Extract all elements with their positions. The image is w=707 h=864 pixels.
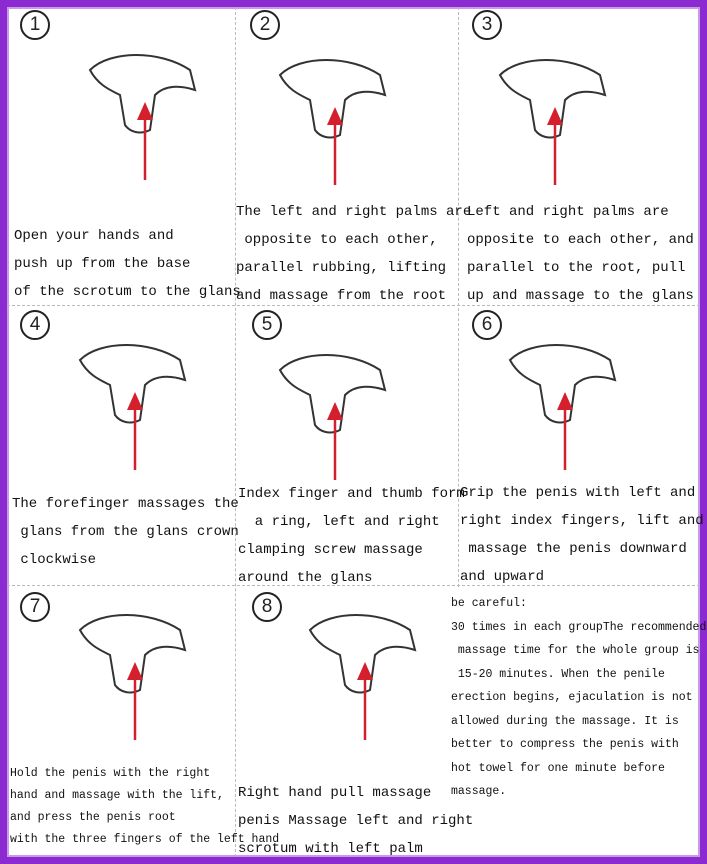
step-line: parallel rubbing, lifting bbox=[236, 260, 447, 276]
step-line: Index finger and thumb form bbox=[238, 486, 465, 502]
step-line: opposite to each other, bbox=[236, 232, 438, 248]
step-line: Open your hands and bbox=[14, 228, 174, 244]
hand-outline bbox=[78, 344, 187, 424]
step-line: of the scrotum to the glans bbox=[14, 284, 241, 300]
step-illustration bbox=[260, 45, 410, 200]
step-line: Hold the penis with the right bbox=[10, 767, 211, 780]
step-line: parallel to the root, pull bbox=[467, 260, 686, 276]
step-line: push up from the base bbox=[14, 256, 191, 272]
step-number: 4 bbox=[20, 310, 50, 340]
step-line: and upward bbox=[460, 569, 545, 585]
step-illustration bbox=[70, 40, 220, 195]
step-line: The left and right palms are bbox=[236, 204, 472, 220]
note-line: 30 times in each groupThe recommended bbox=[451, 620, 707, 634]
step-illustration bbox=[480, 45, 630, 200]
divider bbox=[7, 305, 700, 306]
step-line: with the three fingers of the left hand bbox=[10, 833, 280, 846]
step-line: and massage from the root bbox=[236, 288, 447, 304]
divider bbox=[235, 7, 236, 857]
divider bbox=[458, 7, 459, 587]
step-line: clockwise bbox=[12, 552, 97, 568]
step-line: Grip the penis with left and bbox=[460, 485, 696, 501]
step-number: 7 bbox=[20, 592, 50, 622]
step-line: and press the penis root bbox=[10, 811, 176, 824]
hand-outline bbox=[498, 59, 607, 139]
step-line: Right hand pull massage bbox=[238, 785, 432, 801]
step-illustration bbox=[60, 330, 210, 485]
caution-note: be careful: 30 times in each groupThe rec… bbox=[451, 592, 706, 804]
step-description: Left and right palms are opposite to each… bbox=[467, 198, 694, 310]
step-line: opposite to each other, and bbox=[467, 232, 694, 248]
step-number: 8 bbox=[252, 592, 282, 622]
step-line: penis Massage left and right bbox=[238, 813, 474, 829]
step-description: Open your hands and push up from the base… bbox=[14, 222, 241, 306]
step-line: Left and right palms are bbox=[467, 204, 669, 220]
step-description: Right hand pull massage penis Massage lef… bbox=[238, 779, 473, 863]
hand-outline bbox=[308, 614, 417, 694]
step-line: around the glans bbox=[238, 570, 373, 586]
step-line: glans from the glans crown bbox=[12, 524, 239, 540]
step-line: clamping screw massage bbox=[238, 542, 423, 558]
hand-outline bbox=[508, 344, 617, 424]
step-number: 3 bbox=[472, 10, 502, 40]
note-line: be careful: bbox=[451, 597, 527, 610]
step-number: 6 bbox=[472, 310, 502, 340]
step-description: The forefinger massages the glans from t… bbox=[12, 490, 239, 574]
step-number: 2 bbox=[250, 10, 280, 40]
step-line: hand and massage with the lift, bbox=[10, 789, 224, 802]
hand-outline bbox=[278, 59, 387, 139]
note-line: erection begins, ejaculation is not bbox=[451, 691, 693, 704]
step-description: Index finger and thumb form a ring, left… bbox=[238, 480, 465, 592]
instruction-grid bbox=[7, 7, 700, 857]
step-illustration bbox=[60, 600, 210, 755]
step-illustration bbox=[260, 340, 410, 495]
step-number: 1 bbox=[20, 10, 50, 40]
step-illustration bbox=[290, 600, 440, 755]
step-number: 5 bbox=[252, 310, 282, 340]
step-illustration bbox=[490, 330, 640, 485]
step-line: The forefinger massages the bbox=[12, 496, 239, 512]
note-line: 15-20 minutes. When the penile bbox=[451, 667, 665, 681]
step-line: a ring, left and right bbox=[238, 514, 440, 530]
note-line: better to compress the penis with bbox=[451, 738, 679, 751]
hand-outline bbox=[88, 54, 197, 134]
hand-outline bbox=[278, 354, 387, 434]
note-line: allowed during the massage. It is bbox=[451, 714, 679, 728]
step-line: scrotum with left palm bbox=[238, 841, 423, 857]
note-line: massage. bbox=[451, 785, 507, 798]
step-description: Grip the penis with left and right index … bbox=[460, 479, 704, 591]
note-line: hot towel for one minute before bbox=[451, 761, 665, 775]
step-description: The left and right palms are opposite to… bbox=[236, 198, 471, 310]
note-line: massage time for the whole group is bbox=[451, 644, 700, 657]
step-line: up and massage to the glans bbox=[467, 288, 694, 304]
step-description: Hold the penis with the right hand and ma… bbox=[10, 763, 279, 851]
step-line: massage the penis downward bbox=[460, 541, 687, 557]
step-line: right index fingers, lift and bbox=[460, 513, 704, 529]
hand-outline bbox=[78, 614, 187, 694]
divider bbox=[7, 585, 700, 586]
